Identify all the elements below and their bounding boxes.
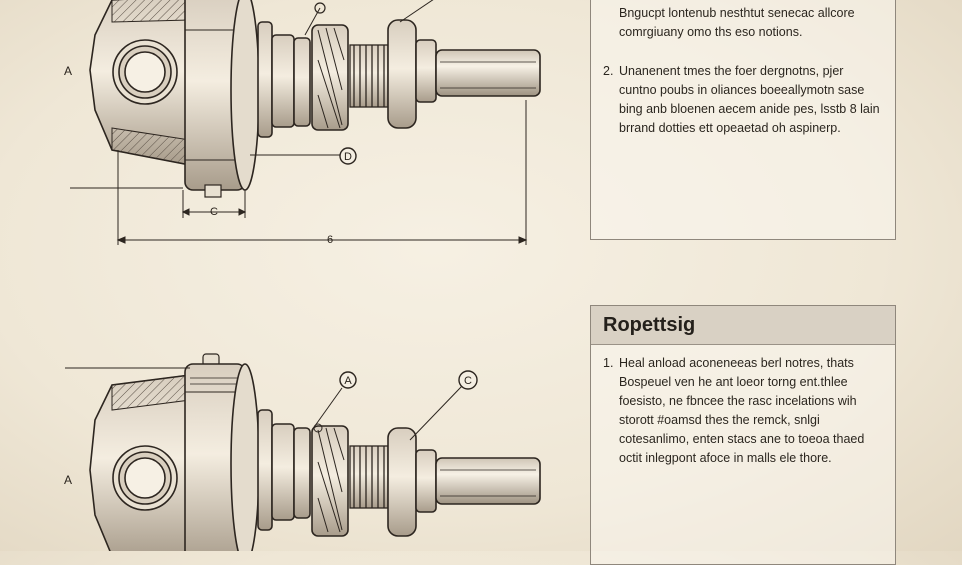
bottom-item-line-1: Heal anload aconeneeas berl notres, that… bbox=[619, 356, 854, 370]
top-port-inner bbox=[124, 51, 166, 93]
bottom-assembly bbox=[89, 353, 541, 551]
top-bottom-tab bbox=[204, 184, 222, 198]
bottom-flange bbox=[293, 427, 311, 519]
bottom-panel-title: Ropettsig bbox=[591, 306, 895, 345]
bottom-callout-c bbox=[458, 370, 478, 390]
top-dimensions bbox=[70, 100, 528, 245]
bottom-port-inner bbox=[124, 457, 166, 499]
top-side-label: A bbox=[64, 64, 72, 78]
bottom-item-line-5: cotesanlimo, enten stacs ane to toeoa th… bbox=[619, 432, 865, 446]
bottom-callout-a bbox=[339, 371, 357, 389]
top-item-line-1: Unanenent tmes the foer dergnotns, pjer bbox=[619, 64, 844, 78]
bottom-callout-a-letter: A bbox=[344, 375, 352, 387]
bottom-callout-c-leader bbox=[409, 385, 463, 441]
top-washer bbox=[387, 19, 417, 129]
mechanical-assembly-diagram: D A C 6 bbox=[64, 0, 541, 551]
top-item-line-2: cuntno poubs in oliances boeeallymotn sa… bbox=[619, 83, 865, 97]
top-callout-d-letter: D bbox=[344, 151, 352, 163]
top-dim-large-label: 6 bbox=[327, 234, 333, 246]
top-assembly bbox=[89, 0, 541, 198]
top-thread bbox=[349, 44, 389, 108]
top-intro-line-1: Bngucpt lontenub nesthtut senecac allcor… bbox=[619, 6, 855, 20]
bottom-item-number: 1. bbox=[603, 356, 614, 370]
bottom-item-line-6: octit inlegpont afoce in malls ele thore… bbox=[619, 451, 832, 465]
top-callout-d bbox=[339, 147, 357, 165]
top-item-number: 2. bbox=[603, 64, 614, 78]
bottom-washer bbox=[387, 427, 417, 537]
bottom-shaft bbox=[435, 457, 541, 505]
bottom-item-line-2: Bospeuel ven he ant loeor torng ent.thle… bbox=[619, 375, 848, 389]
bottom-notes-panel: Ropettsig 1. Heal anload aconeneeas berl… bbox=[590, 305, 896, 565]
bottom-callout-a-leader bbox=[311, 387, 343, 431]
top-notes-panel: Bngucpt lontenub nesthtut senecac allcor… bbox=[590, 0, 896, 240]
top-shaft bbox=[435, 49, 541, 97]
top-item-line-4: brrand dotties ett opeaetad oh aspinerp. bbox=[619, 121, 841, 135]
top-item-line-3: bing anb bloenen aecem anide pes, lsstb … bbox=[619, 102, 880, 116]
bottom-side-label: A bbox=[64, 473, 72, 487]
top-intro-line-2: comrgiuany omo ths eso notions. bbox=[619, 25, 803, 39]
bottom-callout-c-letter: C bbox=[464, 375, 472, 387]
top-flange bbox=[293, 37, 311, 127]
bottom-item-line-4: storott #oamsd thes the remck, snlgi bbox=[619, 413, 820, 427]
bottom-thread bbox=[349, 445, 389, 509]
bottom-item-line-3: foesisto, ne fbncee the rasc incelations… bbox=[619, 394, 857, 408]
top-dim-small-label: C bbox=[210, 206, 218, 218]
